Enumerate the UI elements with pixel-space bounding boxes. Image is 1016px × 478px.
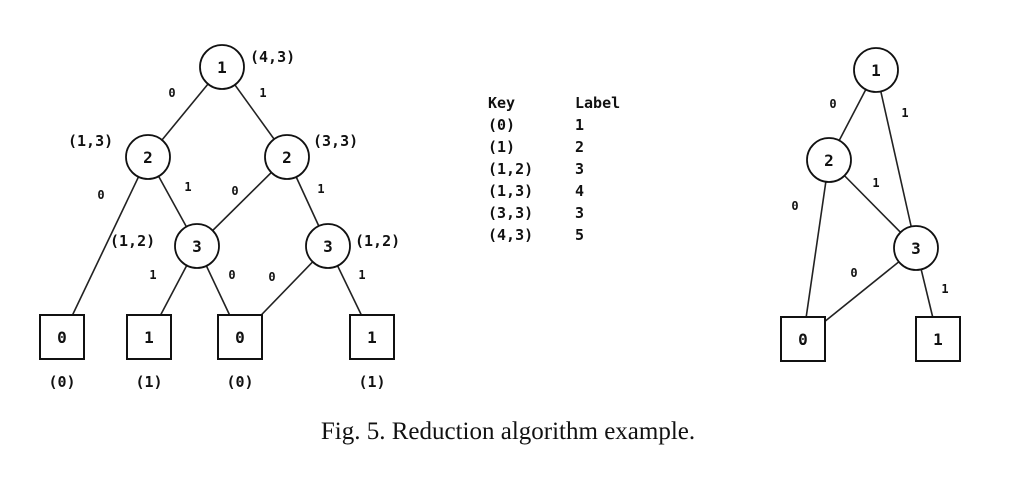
- key-header: Key: [488, 94, 515, 112]
- left-node-annotation: (0): [226, 373, 253, 391]
- left-node-annotation: (1): [358, 373, 385, 391]
- left-node-annotation: (1,2): [110, 232, 155, 250]
- left-edge-label: 0: [268, 270, 275, 284]
- right-edge-label: 1: [941, 282, 948, 296]
- left-node-label: 3: [323, 237, 333, 256]
- left-node-annotation: (3,3): [313, 132, 358, 150]
- right-node-label: 3: [911, 239, 921, 258]
- left-node-label: 0: [235, 328, 245, 347]
- left-terminal-node: [39, 314, 85, 360]
- label-cell: 3: [575, 160, 584, 178]
- left-node-label: 1: [217, 58, 227, 77]
- label-header: Label: [575, 94, 620, 112]
- left-edge-label: 0: [231, 184, 238, 198]
- label-cell: 1: [575, 116, 584, 134]
- left-node-label: 1: [367, 328, 377, 347]
- right-terminal-node: [780, 316, 826, 362]
- label-cell: 5: [575, 226, 584, 244]
- left-node-annotation: (1,2): [355, 232, 400, 250]
- left-decision-node: [305, 223, 351, 269]
- left-decision-node: [174, 223, 220, 269]
- right-edge-r-c: [875, 69, 917, 249]
- key-cell: (1,3): [488, 182, 533, 200]
- key-cell: (3,3): [488, 204, 533, 222]
- label-cell: 2: [575, 138, 584, 156]
- key-cell: (1,2): [488, 160, 533, 178]
- left-decision-node: [125, 134, 171, 180]
- right-decision-node: [853, 47, 899, 93]
- left-decision-node: [264, 134, 310, 180]
- right-node-label: 1: [933, 330, 943, 349]
- right-edge-label: 0: [791, 199, 798, 213]
- left-decision-diagram: 0 1 0 1 0 1 1 0 0 1 1 (4,3) 2 (1,3) 2 (3,3) 3 (1,2) 3 (1,2)…: [39, 44, 400, 391]
- left-decision-node: [199, 44, 245, 90]
- key-cell: (0): [488, 116, 515, 134]
- figure-caption: Fig. 5. Reduction algorithm example.: [321, 418, 695, 445]
- right-node-label: 0: [798, 330, 808, 349]
- right-edge-label: 1: [901, 106, 908, 120]
- right-decision-node: [806, 137, 852, 183]
- right-decision-node: [893, 225, 939, 271]
- right-reduced-diagram: 0 1 0 1 0 1 1 2 3 0 1: [780, 47, 961, 362]
- left-edge-label: 1: [317, 182, 324, 196]
- left-edge-label: 1: [184, 180, 191, 194]
- left-node-annotation: (1): [135, 373, 162, 391]
- left-edge-label: 1: [358, 268, 365, 282]
- left-node-label: 1: [144, 328, 154, 347]
- key-cell: (4,3): [488, 226, 533, 244]
- key-cell: (1): [488, 138, 515, 156]
- right-edge-label: 1: [872, 176, 879, 190]
- left-node-annotation: (1,3): [68, 132, 113, 150]
- left-node-label: 3: [192, 237, 202, 256]
- left-node-label: 2: [143, 148, 153, 167]
- left-edge-label: 0: [168, 86, 175, 100]
- label-cell: 4: [575, 182, 584, 200]
- right-edge-a-t0: [802, 159, 830, 340]
- left-edge-a-t1: [61, 156, 149, 338]
- label-cell: 3: [575, 204, 584, 222]
- left-node-label: 0: [57, 328, 67, 347]
- right-node-label: 2: [824, 151, 834, 170]
- right-edge-label: 0: [829, 97, 836, 111]
- left-node-annotation: (4,3): [250, 48, 295, 66]
- key-label-table: Key Label (0) 1 (1) 2 (1,2) 3 (1,3) 4 (3,3) 3 (4,3…: [488, 94, 620, 244]
- left-edge-label: 1: [259, 86, 266, 100]
- right-node-label: 1: [871, 61, 881, 80]
- left-node-annotation: (0): [48, 373, 75, 391]
- left-edge-label: 0: [228, 268, 235, 282]
- left-terminal-node: [126, 314, 172, 360]
- left-edge-label: 0: [97, 188, 104, 202]
- left-node-label: 2: [282, 148, 292, 167]
- left-edge-label: 1: [149, 268, 156, 282]
- right-terminal-node: [915, 316, 961, 362]
- left-terminal-node: [349, 314, 395, 360]
- left-terminal-node: [217, 314, 263, 360]
- right-edge-label: 0: [850, 266, 857, 280]
